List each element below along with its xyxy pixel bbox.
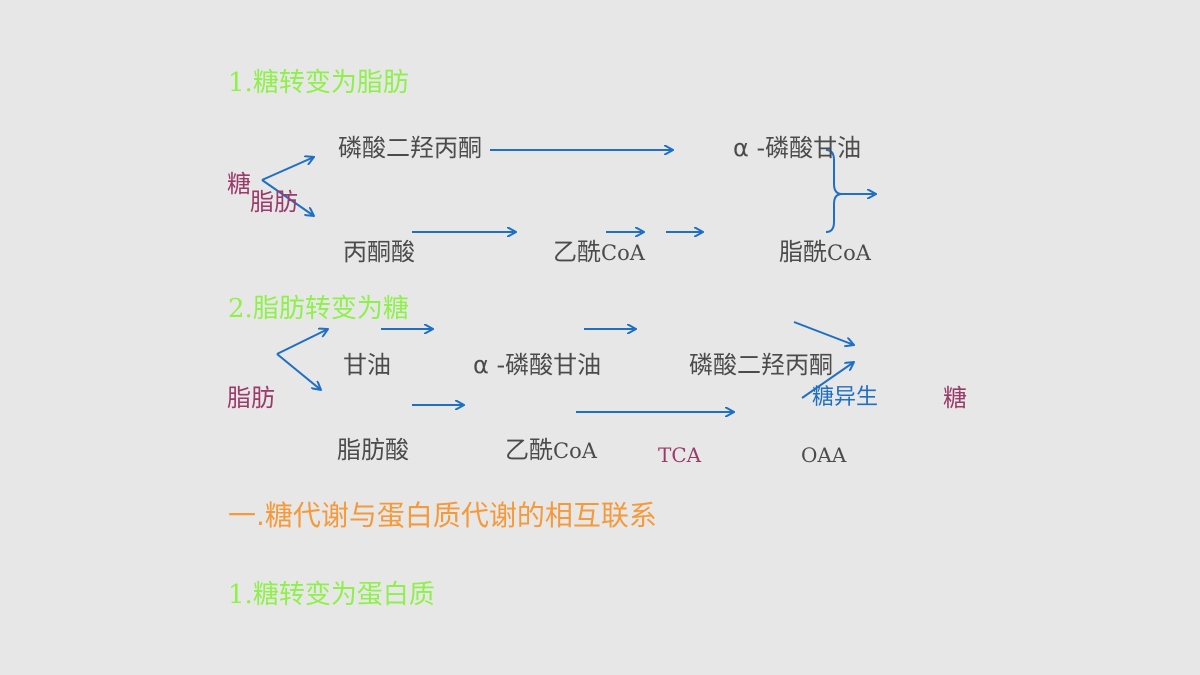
node-oaa: OAA	[801, 443, 847, 467]
section1-number: 1.	[228, 68, 253, 98]
node-fat-1: 脂肪	[250, 188, 298, 216]
section2-title: 脂肪转变为糖	[252, 294, 409, 324]
label-gluconeogenesis: 糖异生	[812, 385, 879, 410]
acetyl-prefix: 乙酰	[505, 436, 553, 464]
node-dhap-1: 磷酸二羟丙酮	[338, 134, 482, 162]
section1-title: 糖转变为脂肪	[252, 68, 409, 98]
section4-heading: 1.糖转变为蛋白质	[228, 582, 435, 608]
node-sugar-1: 糖	[227, 170, 251, 198]
node-glycerol: 甘油	[343, 351, 391, 379]
section2-number: 2.	[228, 294, 253, 324]
section1-heading: 1.糖转变为脂肪	[228, 70, 409, 96]
section4-number: 1.	[228, 580, 253, 610]
coa-label: CoA	[827, 241, 871, 265]
node-fatty-acid: 脂肪酸	[337, 436, 409, 464]
node-sugar-2: 糖	[943, 384, 967, 412]
section3-number: 一.	[228, 499, 265, 532]
node-glycerol-phosphate-1: α -磷酸甘油	[733, 136, 861, 160]
acetyl-prefix: 乙酰	[553, 238, 601, 266]
coa-label: CoA	[553, 439, 597, 463]
arrow-sugar-to-pyruvate	[261, 179, 314, 216]
fatty-acyl-prefix: 脂酰	[779, 238, 827, 266]
section2-heading: 2.脂肪转变为糖	[228, 296, 409, 322]
label-tca: TCA	[658, 443, 702, 467]
glycerol-phosphate-label: α -磷酸甘油	[733, 134, 862, 162]
section3-heading: 一.糖代谢与蛋白质代谢的相互联系	[228, 502, 657, 530]
node-fatty-acyl-coa: 脂酰CoA	[779, 240, 871, 264]
section4-title: 糖转变为蛋白质	[252, 580, 435, 610]
node-dhap-2: 磷酸二羟丙酮	[689, 351, 833, 379]
arrow-dhap-to-sugar	[793, 321, 854, 345]
brace-merge	[825, 149, 843, 233]
arrow-sugar-to-dhap	[261, 157, 314, 181]
node-acetyl-coa-2: 乙酰CoA	[505, 438, 597, 462]
section3-title: 糖代谢与蛋白质代谢的相互联系	[264, 499, 657, 532]
node-fat-2: 脂肪	[227, 384, 275, 412]
coa-label: CoA	[601, 241, 645, 265]
arrow-fat-to-fattyacid	[276, 353, 321, 390]
node-acetyl-coa-1: 乙酰CoA	[553, 240, 645, 264]
arrow-oaa-to-dhap	[801, 362, 854, 399]
node-glycerol-phosphate-2: α -磷酸甘油	[473, 351, 602, 379]
node-pyruvate: 丙酮酸	[343, 238, 415, 266]
arrow-fat-to-glycerol	[276, 329, 328, 355]
